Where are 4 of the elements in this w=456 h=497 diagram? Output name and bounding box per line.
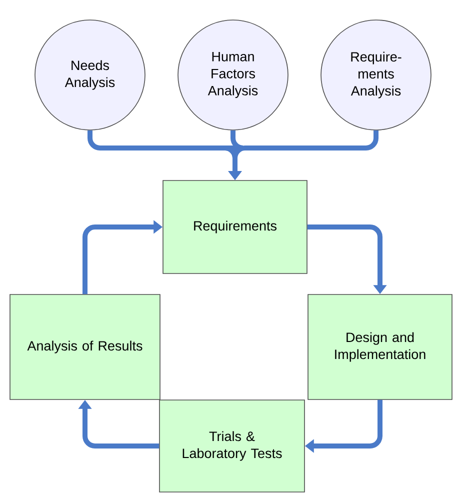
process-box: Requirements [162,180,308,274]
process-box: Design and Implementation [308,294,452,400]
process-box: Analysis of Results [10,294,160,400]
process-box: Trials & Laboratory Tests [159,400,305,492]
